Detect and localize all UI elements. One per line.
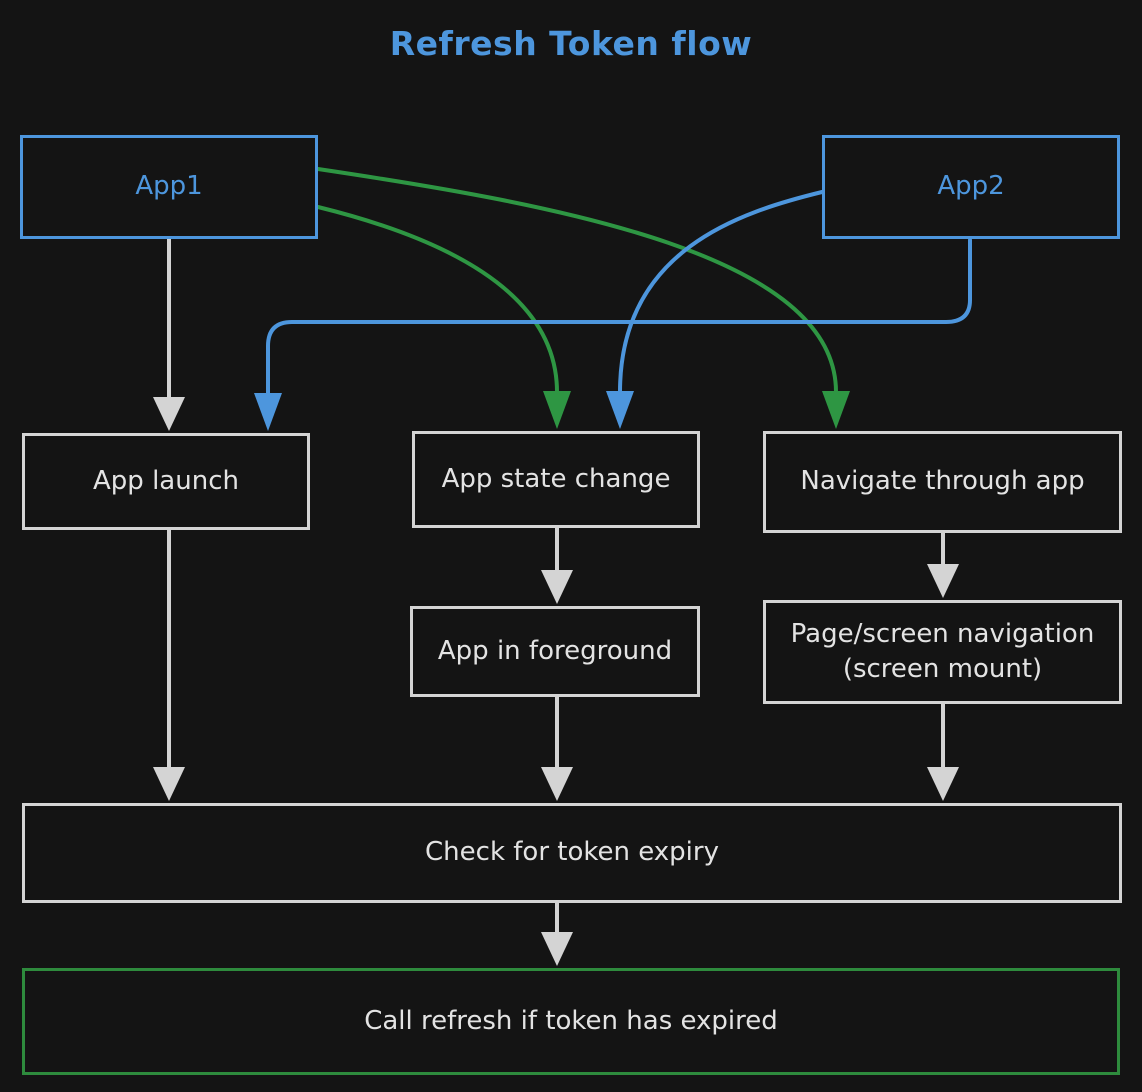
node-app2-label: App2 [937, 171, 1005, 202]
node-page-screen-navigation-label: Page/screen navigation (screen mount) [790, 618, 1095, 684]
node-navigate-through-app: Navigate through app [763, 431, 1122, 533]
edge-app1-to-app-state-change [316, 205, 559, 394]
node-check-token-expiry: Check for token expiry [22, 803, 1122, 903]
arrowhead-page-screen-to-check [927, 767, 959, 801]
arrowhead-app1-to-app-state-change [543, 391, 571, 429]
node-app-state-change: App state change [412, 431, 700, 528]
arrowhead-app-launch-to-check [153, 767, 185, 801]
arrowhead-navigate-to-page-screen [927, 564, 959, 598]
arrowhead-app1-to-navigate [822, 391, 850, 429]
node-app-state-change-label: App state change [441, 463, 671, 494]
arrowhead-app-state-change-to-foreground [541, 570, 573, 604]
arrowhead-app1-to-app-launch [153, 397, 185, 431]
node-app-launch-label: App launch [93, 465, 239, 496]
node-app1-label: App1 [135, 171, 203, 202]
node-app-launch: App launch [22, 433, 310, 530]
node-page-screen-navigation: Page/screen navigation (screen mount) [763, 600, 1122, 704]
node-check-token-expiry-label: Check for token expiry [425, 837, 719, 868]
node-call-refresh-label: Call refresh if token has expired [364, 1005, 778, 1036]
arrowhead-app2-to-app-state-change [606, 391, 634, 429]
edge-app2-to-app-launch [266, 238, 972, 396]
node-app-in-foreground: App in foreground [410, 606, 700, 697]
node-app1: App1 [20, 135, 318, 239]
diagram-title: Refresh Token flow [389, 24, 753, 63]
edge-app2-to-app-state-change [618, 190, 824, 394]
arrowhead-foreground-to-check [541, 767, 573, 801]
arrowhead-app2-to-app-launch [254, 393, 282, 431]
arrowhead-check-to-call-refresh [541, 932, 573, 966]
node-app-in-foreground-label: App in foreground [437, 635, 673, 666]
node-navigate-through-app-label: Navigate through app [800, 466, 1085, 497]
node-app2: App2 [822, 135, 1120, 239]
node-call-refresh: Call refresh if token has expired [22, 968, 1120, 1075]
edge-app1-to-navigate [316, 167, 838, 394]
